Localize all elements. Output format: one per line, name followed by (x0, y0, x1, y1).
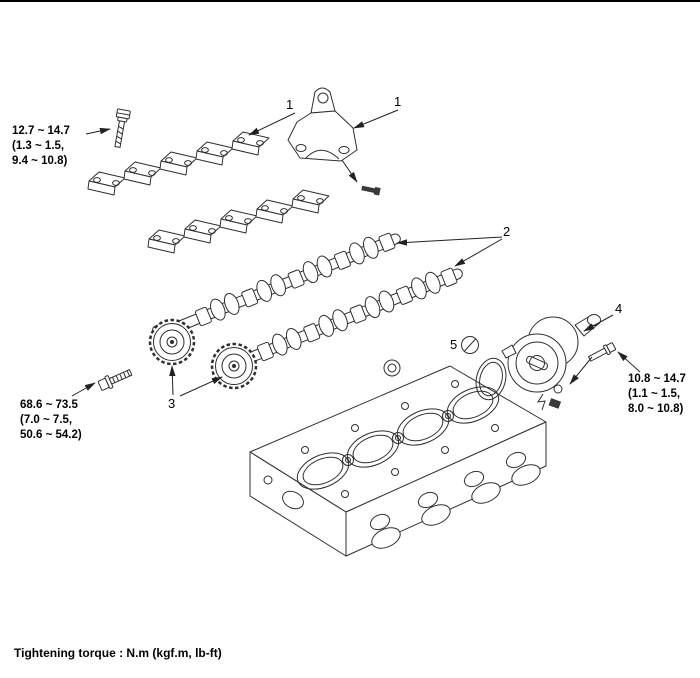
cylinder-head (249, 359, 547, 557)
cam-sprocket-right (210, 342, 258, 390)
torque-line: 12.7 ~ 14.7 (12, 125, 70, 137)
torque-line: 68.6 ~ 73.5 (20, 399, 78, 411)
leader-lines (71, 109, 641, 397)
torque-line: (7.0 ~ 7.5, (20, 414, 73, 426)
callout-vacuum-pump: 4 (615, 301, 623, 316)
torque-line: (1.3 ~ 1.5, (12, 140, 65, 152)
callout-front-bracket: 1 (394, 94, 402, 109)
callout-sprockets: 3 (168, 396, 176, 411)
non-reusable-icon (461, 336, 479, 354)
torque-line: 8.0 ~ 10.8) (628, 403, 684, 415)
front-cap-bracket (287, 87, 358, 162)
sprocket-bolt (97, 369, 133, 391)
o-ring-seal (475, 357, 507, 401)
cap-bolt (114, 108, 131, 148)
camshaft-bearing-caps (87, 131, 330, 254)
torque-spec-cap-bolts: 12.7 ~ 14.7 (1.3 ~ 1.5, 9.4 ~ 10.8) (12, 124, 70, 169)
callout-camshafts: 2 (503, 224, 511, 239)
cam-sprocket-left (148, 318, 196, 366)
callout-bearing-caps: 1 (286, 97, 294, 112)
vacuum-pump (501, 314, 601, 411)
torque-line: (1.1 ~ 1.5, (628, 388, 681, 400)
torque-line: 9.4 ~ 10.8) (12, 155, 68, 167)
torque-spec-sprocket-bolts: 68.6 ~ 73.5 (7.0 ~ 7.5, 50.6 ~ 54.2) (20, 398, 82, 443)
torque-line: 50.6 ~ 54.2) (20, 429, 82, 441)
top-border-line (0, 0, 700, 2)
tightening-torque-note: Tightening torque : N.m (kgf.m, lb-ft) (14, 646, 222, 660)
torque-spec-pump-bolts: 10.8 ~ 14.7 (1.1 ~ 1.5, 8.0 ~ 10.8) (628, 372, 686, 417)
callout-oring: 5 (450, 337, 458, 352)
bracket-bolt (361, 185, 381, 196)
torque-line: 10.8 ~ 14.7 (628, 373, 686, 385)
pump-bolt (588, 342, 617, 362)
